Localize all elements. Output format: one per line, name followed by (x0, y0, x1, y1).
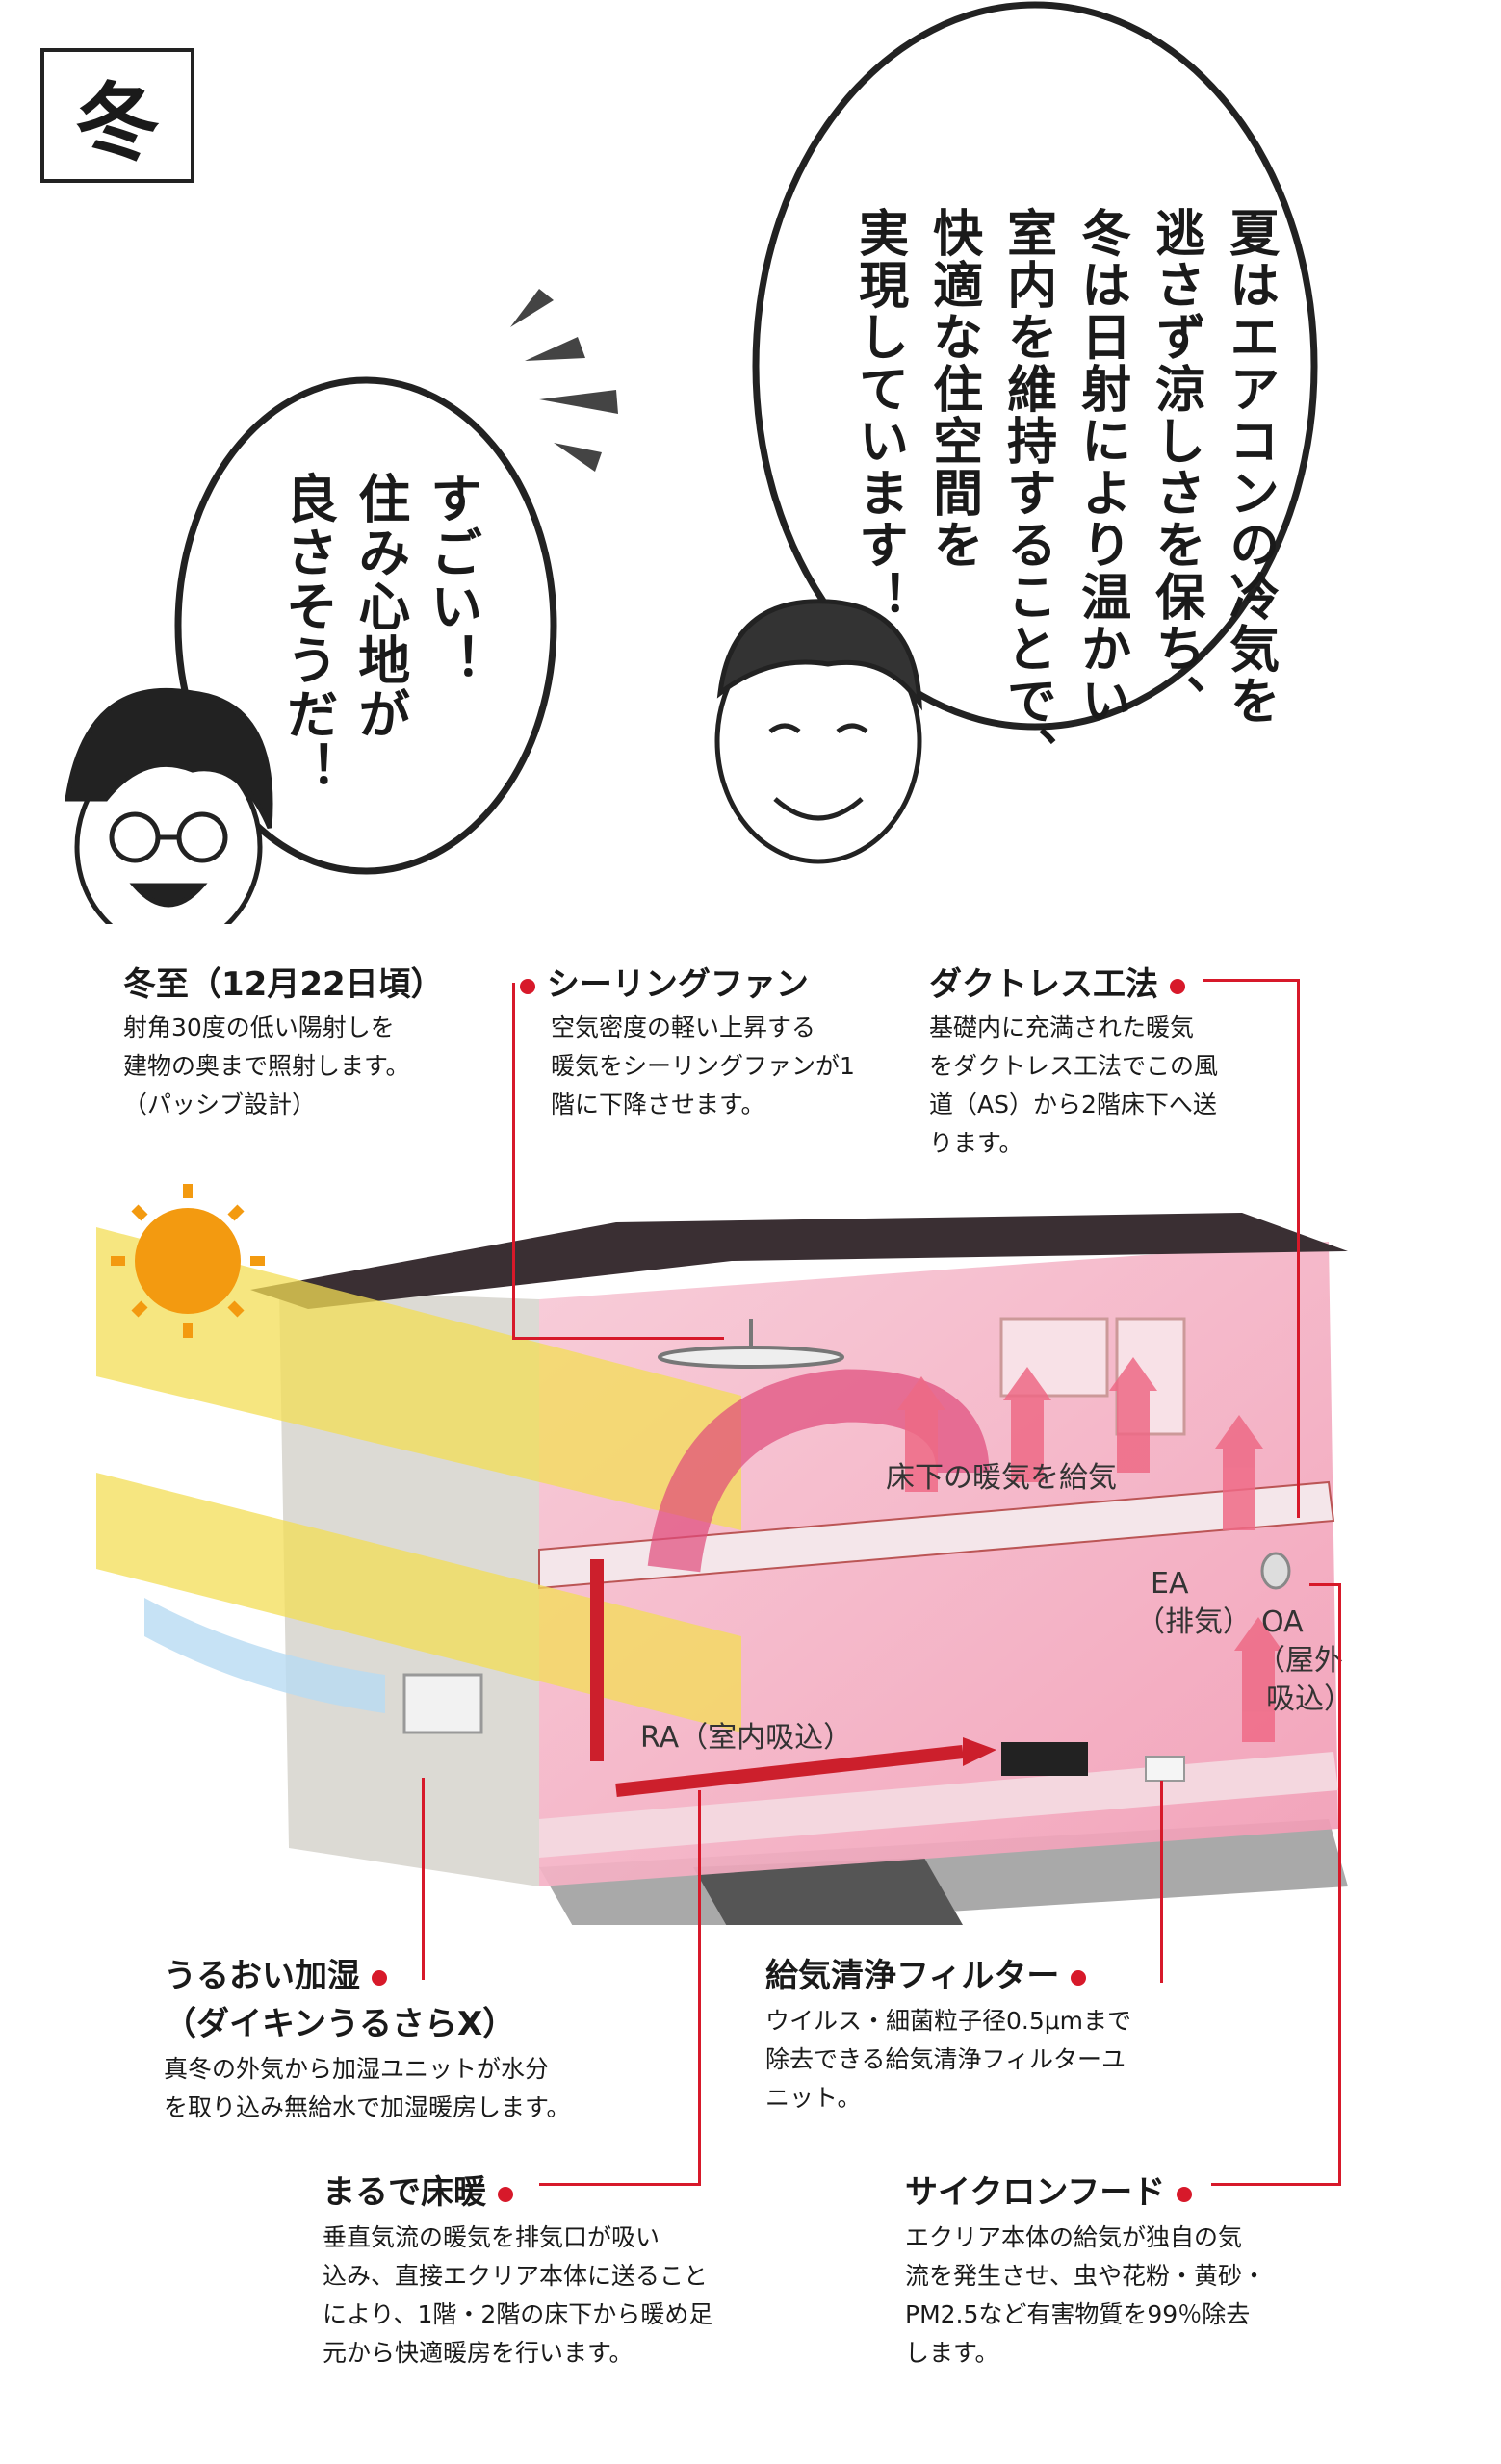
humidify-title: うるおい加湿 (164, 1949, 387, 1996)
filter-desc: ウイルス・細菌粒子径0.5μmまで 除去できる給気清浄フィルターユ ニット。 (765, 2007, 1132, 2112)
outdoor-unit-icon (402, 1673, 483, 1734)
cyclone-hood-icon (1260, 1552, 1291, 1590)
young-speech-bubble (174, 376, 557, 875)
ceiling-fan-desc: 空気密度の軽い上昇する 暖気をシーリングファンが1 階に下降させます。 (551, 1014, 855, 1118)
expert-speech-line: 夏はエアコンの冷気を (1220, 207, 1279, 727)
cyclone-desc: エクリア本体の給気が独自の気 流を発生させ、虫や花粉・黄砂・ PM2.5など有害… (905, 2223, 1267, 2367)
young-speech-line: 住み心地が (349, 472, 410, 741)
connector-line (1203, 979, 1300, 982)
floor-heat-desc: 垂直気流の暖気を排気口が吸い 込み、直接エクリア本体に送ること により、1階・2… (323, 2223, 713, 2367)
ceiling-fan-title: シーリングファン (520, 958, 809, 1005)
expert-speech-line: 快適な住空間を (923, 207, 982, 571)
expert-speech-line: 実現しています！ (849, 207, 908, 623)
marker-dot (371, 1969, 387, 1986)
connector-line (1297, 979, 1300, 1518)
connector-line (512, 983, 515, 1339)
marker-dot (1169, 978, 1185, 994)
winter-solstice-desc: 射角30度の低い陽射しを 建物の奥まで照射します。 （パッシブ設計） (123, 1014, 410, 1118)
filter-unit-icon (1145, 1756, 1185, 1782)
ea-label: EA (1151, 1567, 1189, 1601)
sun-icon (111, 1184, 265, 1338)
connector-line (512, 1337, 724, 1340)
oa-label: OA (1261, 1605, 1304, 1639)
airflow-ra (615, 1745, 964, 1797)
ea-sub-label: （排気） (1136, 1605, 1252, 1639)
ecria-unit-icon (1001, 1742, 1088, 1776)
manga-illustration (65, 1, 1318, 924)
filter-title: 給気清浄フィルター (765, 1949, 1087, 1996)
expert-speech-line: 室内を維持することで、 (997, 207, 1056, 779)
humidify-subtitle: （ダイキンうるさらX） (164, 2005, 516, 2043)
cyclone-title: サイクロンフード (905, 2166, 1193, 2213)
expert-speech-line: 冬は日射により温かい (1072, 207, 1130, 727)
winter-solstice-title: 冬至（12月22日頃） (123, 965, 444, 1004)
underfloor-label: 床下の暖気を給気 (886, 1461, 1117, 1495)
expert-speech-bubble (752, 1, 1318, 731)
connector-line (1338, 1583, 1341, 2185)
connector-line (422, 1778, 425, 1980)
second-floor (538, 1480, 1335, 1590)
season-label: 冬 (40, 48, 194, 183)
burst-marks-icon (510, 289, 618, 472)
roof (250, 1213, 1348, 1309)
marker-dot (497, 2186, 513, 2202)
connector-line (1160, 1781, 1163, 1983)
first-floor (539, 1752, 1338, 1858)
house-diagram: 床下の暖気を給気 EA （排気） OA （屋外 吸込） RA（室内吸込） (96, 1184, 1353, 1925)
sunbeam-upper (96, 1227, 741, 1530)
young-speech-line: 良さそうだ！ (276, 472, 338, 795)
floor-heat-title: まるで床暖 (323, 2166, 513, 2213)
marker-dot (1071, 1969, 1087, 1986)
sunbeam-lower (96, 1473, 741, 1732)
connector-line (1309, 1583, 1341, 1586)
ductless-desc: 基礎内に充満された暖気 をダクトレス工法でこの風 道（AS）から2階床下へ送 り… (929, 1014, 1219, 1157)
cold-wind (144, 1598, 385, 1713)
young-speech-line: すごい！ (421, 472, 482, 687)
marker-dot (1177, 2186, 1193, 2202)
connector-line (539, 2183, 701, 2186)
connector-line (698, 1790, 701, 2185)
connector-line (1211, 2183, 1341, 2186)
airflow-circulation (647, 1369, 990, 1573)
humidify-desc: 真冬の外気から加湿ユニットが水分 を取り込み無給水で加湿暖房します。 (164, 2055, 571, 2121)
expert-speech-line: 逃さず涼しさを保ち、 (1146, 207, 1204, 727)
marker-dot (520, 978, 535, 994)
young-man-icon (65, 687, 273, 924)
ceiling-fan-icon (658, 1319, 844, 1369)
ductless-title: ダクトレス工法 (929, 958, 1185, 1005)
oa-sub-label: （屋外 (1256, 1644, 1343, 1678)
older-man-icon (714, 599, 922, 864)
ra-label: RA（室内吸込） (640, 1721, 852, 1755)
